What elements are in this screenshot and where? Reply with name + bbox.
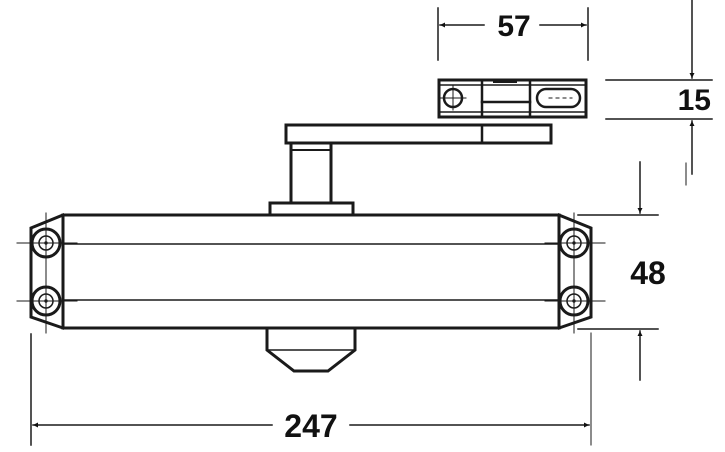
screw-icon — [558, 227, 590, 259]
screw-icon — [30, 285, 62, 317]
left-end-cap — [16, 212, 78, 334]
valve-housing — [265, 326, 357, 373]
closer-arm — [284, 123, 553, 145]
label-body-height: 48 — [630, 255, 666, 291]
dimension-body-height — [577, 161, 659, 446]
label-bracket-height: 15 — [678, 84, 711, 117]
screw-icon — [558, 285, 590, 317]
right-end-cap — [544, 212, 606, 334]
label-overall-length: 247 — [284, 408, 337, 444]
slot-hole-icon — [535, 87, 582, 109]
dimension-bracket-height — [605, 0, 713, 186]
label-bracket-width: 57 — [497, 10, 530, 43]
closer-body — [61, 213, 561, 330]
dimension-bracket-width — [437, 7, 589, 61]
mounting-bracket — [437, 78, 588, 119]
spindle — [268, 141, 355, 217]
screw-icon — [30, 227, 62, 259]
dimension-overall-length — [30, 333, 590, 446]
